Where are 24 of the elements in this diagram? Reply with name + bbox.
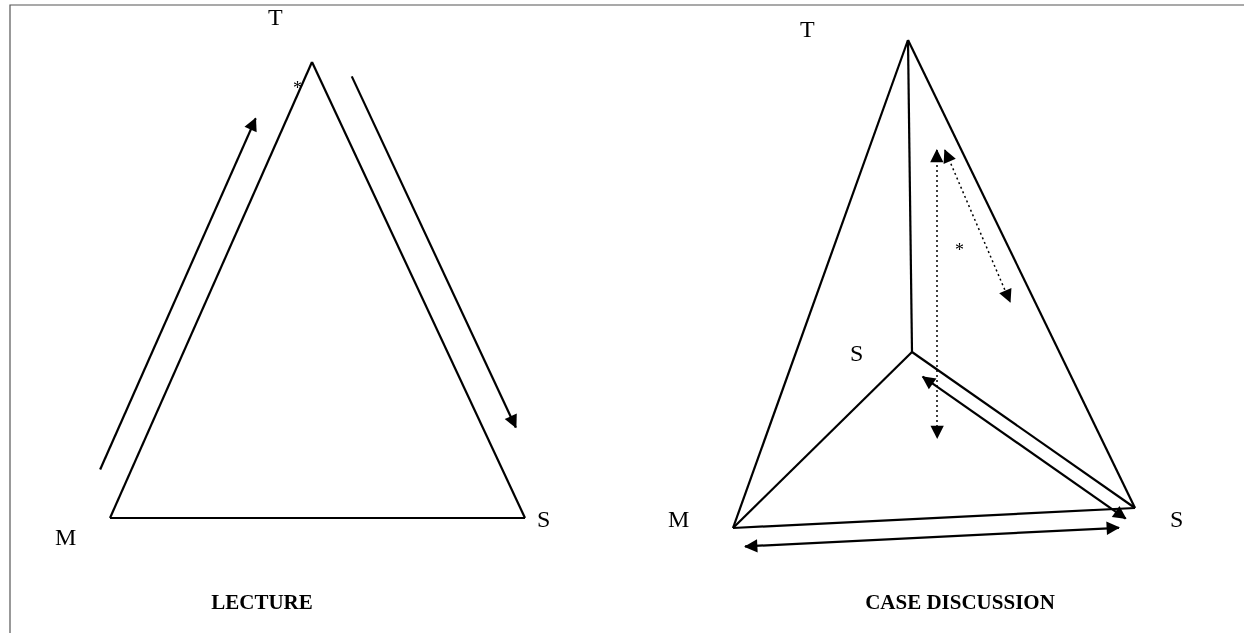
triangle-side [109,61,313,519]
vertex-label: M [55,524,77,550]
triangle-side [732,351,913,529]
vertex-label: T [800,16,815,42]
triangle-side [311,61,526,519]
arrow [921,375,1127,520]
vertex-label: T [268,4,283,30]
triangle-side [906,40,914,352]
vertex-label: M [668,506,690,532]
figure-caption: LECTURE [211,590,313,615]
triangle-side [732,506,1136,530]
arrow [350,75,517,429]
vertex-label: S [850,340,864,366]
arrow [744,521,1120,553]
figure-caption: CASE DISCUSSION [865,590,1055,615]
triangle-side [731,39,910,529]
asterisk-mark: * [293,78,302,99]
vertex-label: S [537,506,551,532]
triangle-side [911,351,1136,509]
arrow [99,117,257,470]
asterisk-mark: * [955,240,964,261]
vertex-label: S [1170,506,1184,532]
triangle-side [907,39,1136,509]
triangle-side [110,516,525,520]
